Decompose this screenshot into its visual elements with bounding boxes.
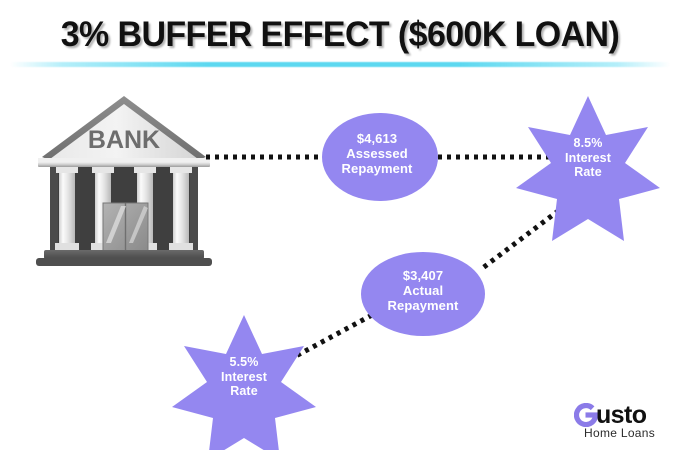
bank-building-icon: BANK xyxy=(36,96,212,266)
bank-label: BANK xyxy=(88,126,160,154)
node-interest-rate-high[interactable] xyxy=(516,96,660,241)
brand-logo: usto Home Loans xyxy=(574,401,674,444)
node-assessed-repayment[interactable] xyxy=(322,113,438,201)
gusto-g-icon xyxy=(574,403,598,427)
title-divider xyxy=(10,62,670,67)
logo-wordmark-row: usto xyxy=(574,401,674,429)
node-interest-rate-actual[interactable] xyxy=(172,315,316,450)
node-actual-repayment[interactable] xyxy=(361,252,485,336)
page-title: 3% BUFFER EFFECT ($600K LOAN) xyxy=(60,15,620,54)
title-block: 3% BUFFER EFFECT ($600K LOAN) xyxy=(0,14,680,56)
logo-tagline: Home Loans xyxy=(584,426,656,440)
logo-word: usto xyxy=(596,401,647,429)
